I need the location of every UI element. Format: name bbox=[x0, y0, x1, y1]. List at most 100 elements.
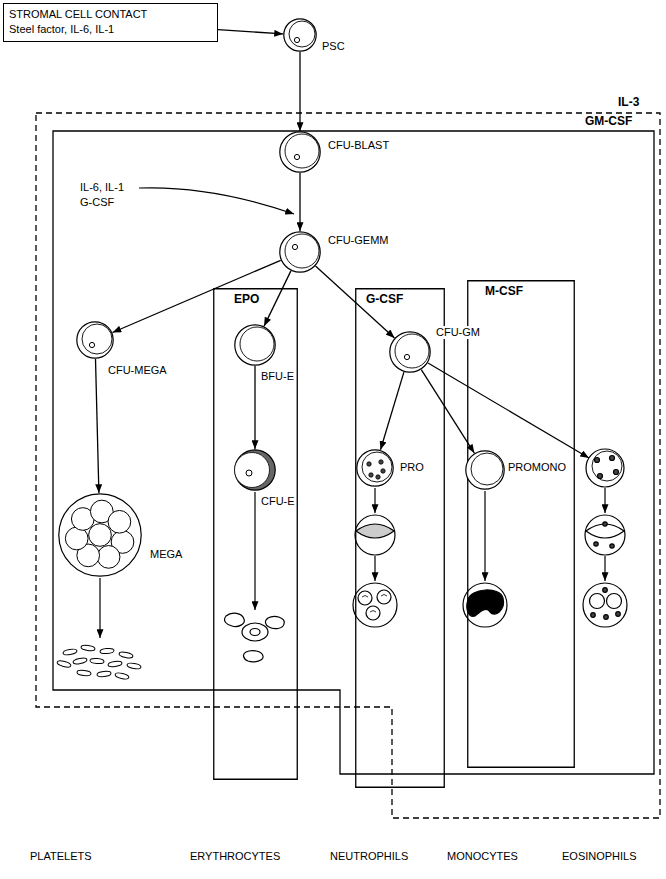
cell-node: PRO bbox=[356, 449, 394, 487]
region-label: G-CSF bbox=[366, 292, 403, 306]
region-outline bbox=[468, 281, 575, 768]
monocyte-cell bbox=[463, 583, 507, 627]
eosinophil-cells bbox=[583, 449, 627, 627]
neutrophil-cells bbox=[358, 591, 372, 605]
cytokine-region: IL-3GM-CSFCFU-BLASTCFU-GEMMCFU-MEGAEPOBF… bbox=[35, 112, 662, 820]
cell-label: CFU-GM bbox=[434, 326, 482, 339]
cell-outline bbox=[234, 324, 276, 366]
leader-arrow bbox=[139, 188, 294, 214]
cell-outline bbox=[294, 154, 299, 159]
arrow bbox=[374, 488, 375, 513]
arrow bbox=[99, 578, 100, 638]
arrow bbox=[428, 363, 589, 458]
neutrophil-cells bbox=[356, 524, 394, 538]
platelets bbox=[97, 671, 111, 677]
cell-outline bbox=[294, 37, 299, 42]
eosinophil-cells bbox=[604, 615, 609, 620]
platelets bbox=[77, 670, 91, 676]
lineage-arrow bbox=[299, 173, 300, 231]
cytokine-region: M-CSF PROMONO bbox=[467, 280, 575, 768]
cell-node: CFU-E bbox=[234, 449, 276, 491]
cell-outline bbox=[76, 321, 114, 359]
cell-outline bbox=[285, 134, 319, 168]
eosinophil-cells bbox=[594, 542, 598, 546]
neutrophil-cells bbox=[377, 590, 391, 604]
cell-outline bbox=[58, 493, 142, 577]
cell-outline bbox=[235, 450, 275, 490]
region-label: GM-CSF bbox=[585, 114, 632, 128]
cell-outline bbox=[356, 449, 394, 487]
factor-label: IL-6, IL-1 bbox=[80, 181, 124, 194]
cell-outline bbox=[376, 475, 380, 479]
cell-node: PSC bbox=[283, 18, 317, 52]
arrow bbox=[374, 556, 375, 581]
cell-outline bbox=[280, 232, 320, 272]
eosinophil-cells bbox=[616, 612, 621, 617]
platelets bbox=[127, 662, 142, 669]
cell-outline bbox=[97, 546, 120, 569]
region-outline bbox=[53, 131, 654, 774]
cell-outline bbox=[59, 494, 141, 576]
erythrocytes bbox=[225, 613, 285, 662]
arrow bbox=[484, 491, 485, 581]
cell-label: CFU-MEGA bbox=[108, 364, 167, 377]
cytokine-region: GM-CSFCFU-BLASTCFU-GEMMCFU-MEGAEPOBFU-EC… bbox=[52, 130, 655, 775]
lineage-arrow bbox=[96, 359, 99, 493]
region-outline bbox=[35, 112, 662, 820]
neutrophil-cells bbox=[362, 595, 387, 613]
cell-node: CFU-GM bbox=[389, 331, 431, 373]
cell-outline bbox=[280, 132, 320, 172]
region-outline bbox=[36, 113, 660, 818]
cell-outline bbox=[389, 331, 431, 373]
lineage-label: PLATELETS bbox=[30, 850, 92, 863]
erythrocytes bbox=[225, 613, 245, 626]
cell-outline bbox=[108, 510, 131, 533]
platelets bbox=[108, 661, 123, 668]
eosinophil-cells bbox=[607, 594, 622, 609]
platelets bbox=[100, 648, 114, 654]
cell-node: CFU-BLAST bbox=[279, 131, 321, 173]
platelets bbox=[90, 658, 104, 664]
lineage-label: EOSINOPHILS bbox=[562, 850, 637, 863]
cell-outline bbox=[89, 342, 94, 347]
cell-label: CFU-GEMM bbox=[328, 234, 389, 247]
cell-label: CFU-BLAST bbox=[328, 139, 389, 152]
region-label: M-CSF bbox=[485, 284, 523, 298]
eosinophil-cells bbox=[598, 474, 603, 479]
arrow bbox=[604, 488, 605, 513]
cell-outline bbox=[395, 334, 429, 368]
neutrophil-cells bbox=[366, 606, 380, 620]
neutrophil-cells bbox=[353, 583, 397, 627]
cell-outline bbox=[234, 449, 276, 491]
cell-node: PROMONO bbox=[465, 450, 505, 490]
lineage-label: ERYTHROCYTES bbox=[190, 850, 280, 863]
eosinophil-cells bbox=[614, 470, 619, 475]
cell-label: PROMONO bbox=[508, 461, 566, 474]
cell-outline bbox=[379, 460, 383, 464]
cell-outline bbox=[404, 354, 409, 359]
factor-text: Steel factor, IL-6, IL-1 bbox=[9, 22, 209, 37]
arrow bbox=[254, 492, 255, 610]
lineage-arrow bbox=[254, 366, 255, 449]
lineage-arrow bbox=[113, 260, 281, 332]
eosinophil-cells bbox=[591, 613, 596, 618]
neutrophil-cells bbox=[355, 515, 395, 555]
eosinophil-cells bbox=[586, 449, 624, 487]
eosinophil-cells bbox=[592, 451, 622, 481]
cell-outline bbox=[283, 18, 317, 52]
cell-outline bbox=[466, 451, 504, 489]
factor-label: G-CSF bbox=[80, 196, 114, 209]
neutrophil-cells bbox=[353, 515, 397, 627]
cell-outline bbox=[362, 452, 392, 482]
platelets bbox=[115, 672, 130, 680]
stromal-box: STROMAL CELL CONTACTSteel factor, IL-6, … bbox=[3, 3, 218, 42]
cell-outline bbox=[390, 332, 430, 372]
cell-outline bbox=[284, 19, 316, 51]
cell-outline bbox=[235, 325, 275, 365]
cell-outline bbox=[285, 234, 319, 268]
box-heading: STROMAL CELL CONTACT bbox=[9, 7, 209, 22]
cell-node: BFU-E bbox=[234, 324, 276, 366]
arrow bbox=[604, 556, 605, 581]
eosinophil-cells bbox=[583, 583, 627, 627]
